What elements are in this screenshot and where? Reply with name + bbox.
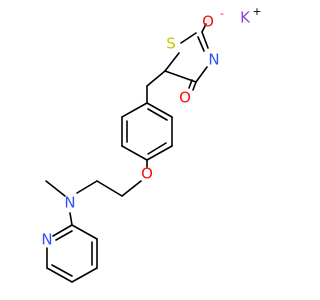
- bond-ch2-n: [76, 180, 98, 194]
- atom-amine-nitrogen: N: [64, 194, 75, 212]
- bond-benzene-inner-1: [147, 108, 168, 121]
- bond-ring-c5-s: [164, 52, 180, 72]
- atom-oxygen-anion: O: [202, 13, 214, 31]
- bond-ring-c4-c5: [164, 70, 197, 83]
- bond-pyridine-3: [71, 267, 98, 283]
- bond-ring-s-c2: [180, 32, 197, 44]
- charge-plus: +: [252, 5, 261, 18]
- atom-potassium: K: [240, 9, 251, 27]
- bond-c5-ch2: [146, 70, 166, 87]
- bond-benzene-4: [121, 145, 148, 161]
- bond-ring-c2-n-double: [197, 36, 205, 52]
- bond-n-methyl: [45, 180, 66, 197]
- bond-pyridine-4: [46, 267, 73, 283]
- bond-benzene-inner-2: [147, 142, 167, 155]
- bond-pyridine-6: [52, 224, 73, 237]
- atom-ether-oxygen: O: [141, 165, 153, 183]
- bond-ring-c2-n: [201, 31, 209, 49]
- bond-c4-o-carbonyl-double: [188, 79, 193, 89]
- bond-pyridine-inner-3: [55, 230, 73, 241]
- bond-benzene-1: [146, 102, 173, 118]
- atom-pyridine-nitrogen: N: [41, 231, 52, 249]
- bond-ring-n-c4: [195, 66, 208, 83]
- charge-minus: -: [220, 7, 224, 20]
- bonds: [45, 23, 209, 283]
- atom-sulfur: S: [166, 35, 176, 53]
- molecule-structure: O - K + S N O O N N: [0, 0, 300, 300]
- atom-labels: O - K + S N O O N N: [41, 5, 261, 249]
- bond-c4-o-carbonyl: [192, 81, 197, 91]
- bond-o-ch2: [121, 180, 142, 197]
- bond-pyridine-1: [71, 224, 98, 240]
- bond-benzene-3: [146, 145, 173, 161]
- bond-pyridine-inner-2: [51, 264, 73, 277]
- bond-n-pyridyl: [69, 212, 73, 226]
- atom-carbonyl-oxygen: O: [179, 89, 191, 107]
- background: [0, 0, 300, 300]
- bond-c2-o-anion: [201, 23, 207, 33]
- atom-ring-nitrogen: N: [208, 51, 219, 69]
- bond-benzene-6: [121, 102, 148, 118]
- bond-ch2-ch2: [96, 180, 123, 197]
